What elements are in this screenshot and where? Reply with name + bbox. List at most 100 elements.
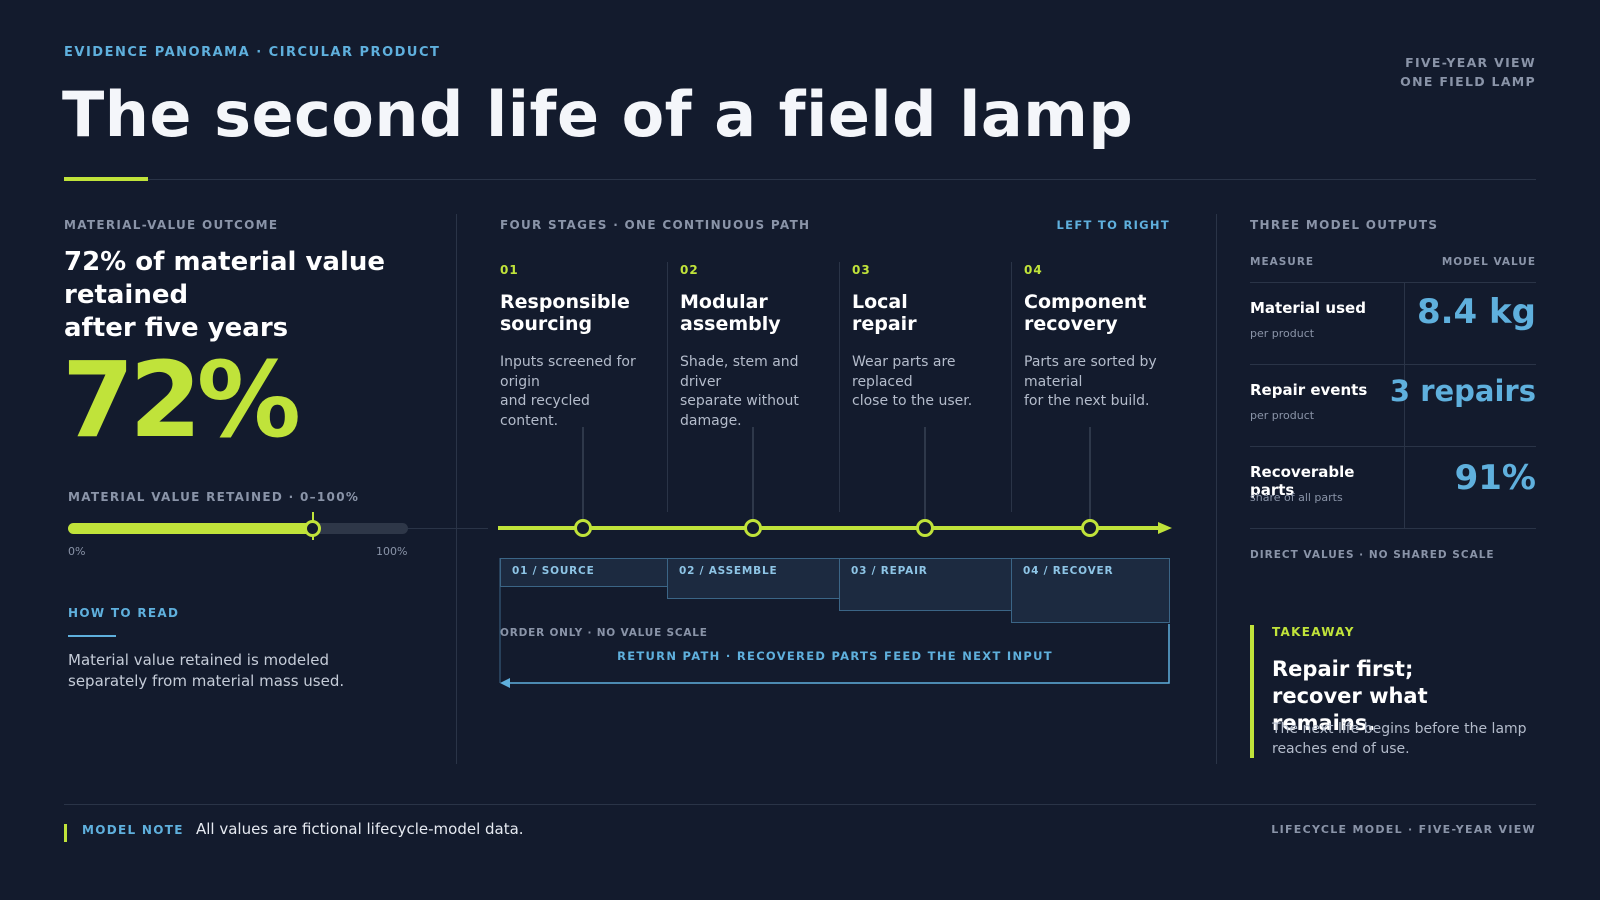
header-eyebrow: EVIDENCE PANORAMA · CIRCULAR PRODUCT: [64, 45, 441, 60]
stage-number: 02: [680, 263, 699, 277]
takeaway-body-line1: The next life begins before the lamp: [1272, 721, 1527, 737]
header-meta-line2: ONE FIELD LAMP: [1400, 74, 1536, 89]
stage-desc-line: for the next build.: [1024, 393, 1150, 409]
retained-bar-marker: [304, 520, 322, 537]
takeaway-title-line1: Repair first;: [1272, 657, 1414, 681]
outputs-row-divider: [1250, 446, 1536, 447]
outcome-section-label: MATERIAL-VALUE OUTCOME: [64, 218, 279, 232]
retained-bar-max: 100%: [376, 545, 408, 558]
stages-section-label: FOUR STAGES · ONE CONTINUOUS PATH: [500, 218, 811, 232]
stage-separator: [839, 262, 840, 512]
stage-title-line2: recovery: [1024, 313, 1118, 335]
stages-direction-label: LEFT TO RIGHT: [1056, 218, 1170, 232]
header-divider: [64, 179, 1536, 180]
return-path-arrow-head: [500, 678, 510, 688]
stage-separator: [1011, 262, 1012, 512]
outcome-headline: 72% of material value retained after fiv…: [64, 246, 424, 345]
order-bar-label: 04 / RECOVER: [1023, 565, 1114, 577]
how-to-read-line1: Material value retained is modeled: [68, 651, 329, 669]
output-measure-label: Material used: [1250, 299, 1366, 317]
output-value: 8.4 kg: [1416, 292, 1536, 332]
outcome-big-number: 72%: [62, 339, 301, 461]
order-bar-label: 01 / SOURCE: [512, 565, 595, 577]
order-bar-assemble: 02 / ASSEMBLE: [667, 558, 840, 599]
stage-node: [1081, 519, 1099, 537]
how-to-read-rule: [68, 635, 116, 637]
stage-card: 02 Modular assembly Shade, stem and driv…: [680, 263, 835, 431]
footer-note-text: All values are fictional lifecycle-model…: [196, 820, 524, 838]
header-meta: FIVE-YEAR VIEW ONE FIELD LAMP: [1400, 53, 1536, 91]
takeaway-title-line3: remains.: [1272, 711, 1376, 735]
outputs-row-divider: [1250, 364, 1536, 365]
stage-desc-line: damage.: [680, 412, 742, 429]
output-measure-label: Recoverable: [1250, 463, 1355, 481]
outputs-col-divider: [1404, 282, 1405, 528]
takeaway-title-line2: recover what: [1272, 684, 1428, 708]
outputs-col-measure: MEASURE: [1250, 256, 1315, 268]
stage-description: Parts are sorted by material for the nex…: [1024, 353, 1184, 412]
stage-title-line1: Local: [852, 291, 908, 313]
output-measure-sub: per product: [1250, 409, 1315, 422]
stage-desc-line: Parts are sorted by: [1024, 354, 1157, 370]
stage-title-line2: repair: [852, 313, 917, 335]
outputs-row-recoverable: Recoverable parts share of all parts: [1250, 463, 1400, 504]
stage-node: [574, 519, 592, 537]
stage-desc-line: and recycled: [500, 393, 590, 409]
order-bar-recover: 04 / RECOVER: [1011, 558, 1170, 623]
stage-desc-line: material: [1024, 373, 1083, 390]
stage-title: Local repair: [852, 291, 1007, 335]
stage-title-line1: Component: [1024, 291, 1147, 313]
footer-note-label: MODEL NOTE: [82, 823, 184, 837]
order-bar-label: 03 / REPAIR: [851, 565, 928, 577]
stage-description: Shade, stem and driver separate without …: [680, 353, 835, 431]
takeaway-accent-bar: [1250, 625, 1254, 758]
stage-title: Responsible sourcing: [500, 291, 660, 335]
stage-card: 04 Component recovery Parts are sorted b…: [1024, 263, 1184, 412]
stage-title-line1: Responsible: [500, 291, 630, 313]
stage-title-line1: Modular: [680, 291, 768, 313]
output-value: 91%: [1454, 458, 1536, 498]
footer-right-label: LIFECYCLE MODEL · FIVE-YEAR VIEW: [1271, 823, 1536, 836]
stage-desc-line: content.: [500, 412, 559, 429]
retained-bar-label: MATERIAL VALUE RETAINED · 0–100%: [68, 490, 360, 504]
outputs-footnote: DIRECT VALUES · NO SHARED SCALE: [1250, 549, 1495, 561]
column-divider-left: [456, 214, 457, 764]
how-to-read-label: HOW TO READ: [68, 606, 180, 620]
retained-bar-min: 0%: [68, 545, 86, 558]
outcome-headline-line2: retained: [64, 280, 189, 310]
stage-title-line2: assembly: [680, 313, 781, 335]
return-path-line: [505, 624, 1170, 684]
stage-description: Wear parts are replaced close to the use…: [852, 353, 1007, 412]
output-measure-sub: per product: [1250, 327, 1315, 340]
how-to-read-text: Material value retained is modeled separ…: [68, 650, 344, 692]
order-bar-label: 02 / ASSEMBLE: [679, 565, 778, 577]
stage-description: Inputs screened for origin and recycled …: [500, 353, 660, 431]
stage-number: 01: [500, 263, 519, 277]
order-note: ORDER ONLY · NO VALUE SCALE: [500, 627, 708, 639]
retained-bar-connector: [408, 528, 488, 529]
how-to-read-line2: separately from material mass used.: [68, 672, 345, 690]
takeaway-body-line2: reaches end of use.: [1272, 741, 1410, 757]
stage-number: 03: [852, 263, 871, 277]
output-measure-sub: share of all parts: [1250, 491, 1343, 504]
outputs-row-material: Material used per product: [1250, 299, 1400, 340]
order-bar-repair: 03 / REPAIR: [839, 558, 1012, 611]
stage-node: [744, 519, 762, 537]
stage-desc-line: Shade, stem and: [680, 354, 799, 370]
outputs-row-divider: [1250, 282, 1536, 283]
retained-bar-fill: [68, 523, 313, 534]
stage-desc-line: close to the user.: [852, 393, 973, 409]
outcome-headline-line3: after five years: [64, 313, 289, 343]
stage-desc-line: origin: [500, 373, 540, 390]
footer-accent-bar: [64, 824, 67, 842]
takeaway-body: The next life begins before the lamp rea…: [1272, 719, 1542, 759]
outcome-headline-line1: 72% of material value: [64, 247, 386, 277]
output-value: 3 repairs: [1389, 374, 1536, 408]
stage-card: 03 Local repair Wear parts are replaced …: [852, 263, 1007, 412]
stage-desc-line: driver: [680, 373, 722, 390]
stage-number: 04: [1024, 263, 1043, 277]
column-divider-right: [1216, 214, 1217, 764]
output-measure-label: Repair events: [1250, 381, 1368, 399]
order-bar-source: 01 / SOURCE: [500, 558, 668, 587]
